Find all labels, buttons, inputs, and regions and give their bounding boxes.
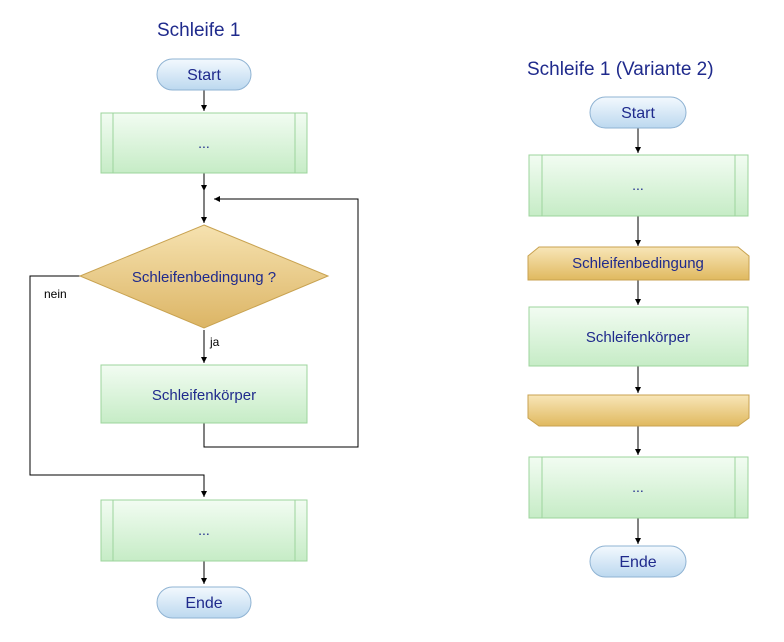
right-loop-begin-label: Schleifenbedingung — [572, 255, 704, 272]
right-start-terminal: Start — [589, 96, 687, 129]
right-start-label: Start — [621, 105, 655, 122]
right-process-1: ... — [528, 154, 749, 217]
right-end-terminal: Ende — [589, 545, 687, 578]
left-end-label: Ende — [185, 595, 222, 612]
left-process-1: ... — [100, 112, 308, 174]
right-process-2-label: ... — [632, 479, 644, 495]
right-end-label: Ende — [619, 554, 656, 571]
left-loop-body-label: Schleifenkörper — [152, 387, 256, 404]
left-connectors — [29, 90, 359, 584]
left-loop-body: Schleifenkörper — [100, 364, 308, 424]
left-decision-label: Schleifenbedingung ? — [132, 269, 276, 286]
left-diagram: Start ... Schleifenbedingung ? nein ja S… — [29, 58, 359, 619]
left-diagram-title: Schleife 1 — [157, 20, 241, 41]
connector-no-branch — [29, 275, 207, 497]
right-loop-end — [527, 394, 750, 427]
right-diagram: Start ... Schleifenbedingung Schleifenkö… — [527, 96, 750, 578]
left-yes-branch-label: ja — [209, 335, 220, 349]
right-diagram-title: Schleife 1 (Variante 2) — [527, 59, 714, 80]
left-no-branch-label: nein — [44, 287, 67, 301]
right-loop-body-label: Schleifenkörper — [586, 329, 690, 346]
left-start-label: Start — [187, 67, 221, 84]
right-process-2: ... — [528, 456, 749, 519]
left-process-1-label: ... — [198, 135, 210, 151]
right-loop-body: Schleifenkörper — [528, 306, 749, 367]
connector-loop-back — [203, 196, 359, 448]
right-loop-begin: Schleifenbedingung — [527, 246, 750, 281]
left-process-2-label: ... — [198, 522, 210, 538]
left-decision: Schleifenbedingung ? — [78, 224, 330, 329]
left-start-terminal: Start — [156, 58, 252, 91]
right-process-1-label: ... — [632, 177, 644, 193]
left-end-terminal: Ende — [156, 586, 252, 619]
left-process-2: ... — [100, 499, 308, 562]
